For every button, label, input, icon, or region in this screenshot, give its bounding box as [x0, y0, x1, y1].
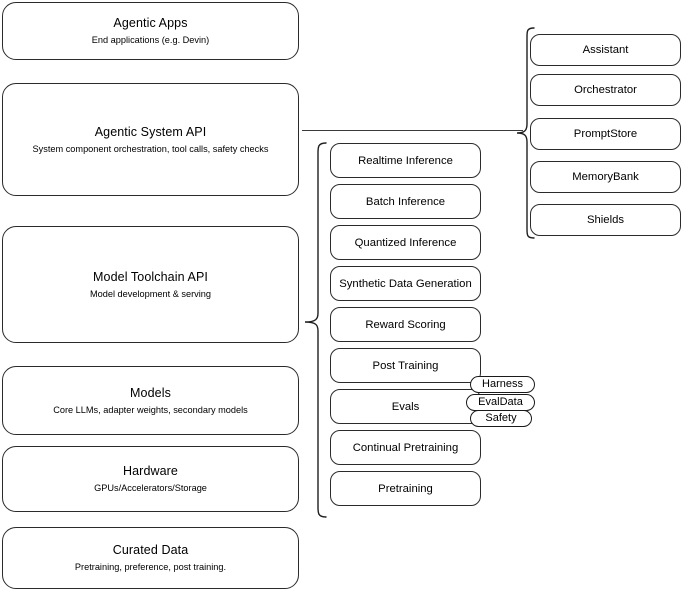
toolchain-label: Post Training [372, 359, 439, 372]
toolchain-label: Pretraining [378, 482, 433, 495]
layer-subtitle: Model development & serving [89, 288, 212, 299]
layer-subtitle: GPUs/Accelerators/Storage [94, 483, 207, 493]
toolchain-box-batch-inference[interactable]: Batch Inference [330, 184, 481, 219]
layer-title: Models [130, 385, 171, 400]
system-component-label: Shields [586, 214, 625, 226]
system-component-label: Assistant [582, 44, 629, 56]
evals-badge-harness[interactable]: Harness [470, 376, 535, 393]
system-component-box-memorybank[interactable]: MemoryBank [530, 161, 681, 193]
system-component-box-promptstore[interactable]: PromptStore [530, 118, 681, 150]
evals-badge-label: Safety [485, 412, 517, 424]
layer-box-model-toolchain-api[interactable]: Model Toolchain API Model development & … [2, 226, 299, 343]
layer-subtitle: End applications (e.g. Devin) [91, 35, 210, 45]
toolchain-label: Quantized Inference [354, 236, 457, 249]
layer-box-models[interactable]: Models Core LLMs, adapter weights, secon… [2, 366, 299, 435]
layer-title: Agentic Apps [113, 16, 188, 30]
evals-badge-label: Harness [482, 378, 523, 390]
toolchain-label: Continual Pretraining [352, 441, 459, 454]
toolchain-label: Realtime Inference [358, 154, 453, 167]
layer-title: Curated Data [112, 543, 189, 557]
layer-subtitle: Pretraining, preference, post training. [74, 562, 227, 572]
layer-subtitle: System component orchestration, tool cal… [32, 143, 269, 154]
layer-subtitle: Core LLMs, adapter weights, secondary mo… [53, 404, 248, 415]
layer-title: Hardware [123, 464, 178, 478]
toolchain-box-realtime-inference[interactable]: Realtime Inference [330, 143, 481, 178]
brace-toolchain [303, 141, 327, 519]
layer-title: Agentic System API [94, 124, 207, 139]
toolchain-label: Synthetic Data Generation [339, 277, 472, 290]
evals-badge-evaldata[interactable]: EvalData [466, 394, 535, 411]
layer-title: Model Toolchain API [93, 269, 208, 284]
system-component-box-assistant[interactable]: Assistant [530, 34, 681, 66]
evals-badge-safety[interactable]: Safety [470, 410, 532, 427]
toolchain-box-pretraining[interactable]: Pretraining [330, 471, 481, 506]
evals-badge-label: EvalData [478, 396, 523, 408]
toolchain-box-evals[interactable]: Evals [330, 389, 481, 424]
system-component-box-orchestrator[interactable]: Orchestrator [530, 74, 681, 106]
layer-box-curated-data[interactable]: Curated Data Pretraining, preference, po… [2, 527, 299, 589]
system-component-label: Orchestrator [574, 84, 637, 96]
system-component-label: MemoryBank [572, 171, 639, 183]
layer-box-agentic-apps[interactable]: Agentic Apps End applications (e.g. Devi… [2, 2, 299, 60]
toolchain-box-reward-scoring[interactable]: Reward Scoring [330, 307, 481, 342]
toolchain-box-post-training[interactable]: Post Training [330, 348, 481, 383]
system-component-label: PromptStore [573, 128, 638, 140]
layer-box-agentic-system-api[interactable]: Agentic System API System component orch… [2, 83, 299, 196]
toolchain-label: Reward Scoring [365, 318, 446, 331]
toolchain-box-quantized-inference[interactable]: Quantized Inference [330, 225, 481, 260]
brace-system-components [515, 26, 535, 240]
toolchain-box-continual-pretraining[interactable]: Continual Pretraining [330, 430, 481, 465]
system-component-box-shields[interactable]: Shields [530, 204, 681, 236]
toolchain-label: Evals [391, 400, 420, 413]
toolchain-box-synthetic-data-generation[interactable]: Synthetic Data Generation [330, 266, 481, 301]
toolchain-label: Batch Inference [365, 195, 446, 208]
layer-box-hardware[interactable]: Hardware GPUs/Accelerators/Storage [2, 446, 299, 512]
connector-system-api-to-components [302, 130, 523, 132]
